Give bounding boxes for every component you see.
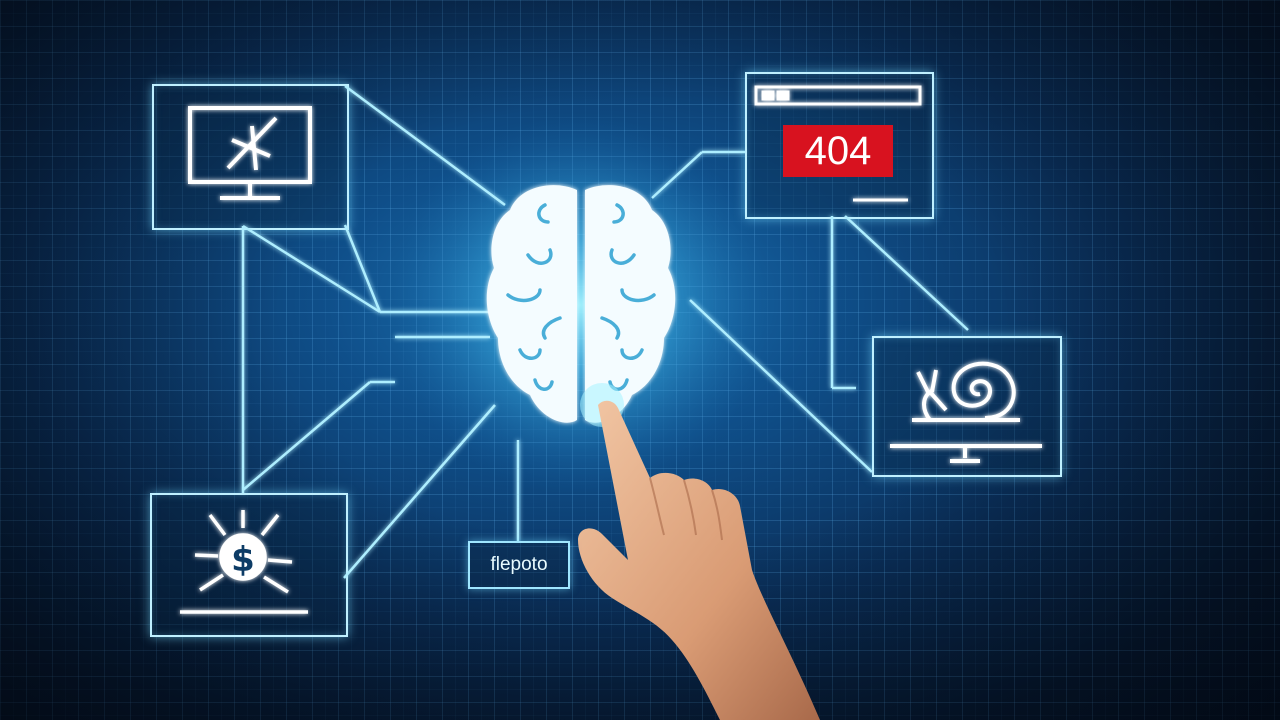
label-box: flepoto — [468, 541, 570, 589]
dollar-sign-icon: $ — [231, 540, 255, 580]
brain-icon — [486, 185, 676, 423]
connection-lines — [241, 84, 969, 579]
pointing-hand-icon — [578, 383, 820, 720]
snail-icon — [890, 361, 1042, 463]
brain-glow — [390, 115, 770, 495]
dollar-burst-icon — [180, 510, 308, 614]
error-404-badge: 404 — [783, 125, 893, 177]
browser-window-icon — [754, 85, 922, 202]
broken-monitor-icon — [188, 106, 312, 200]
